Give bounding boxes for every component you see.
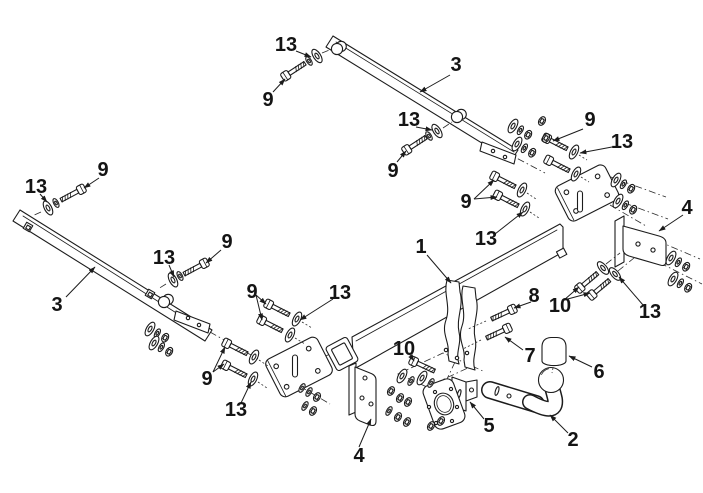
callout-9-plate-right-top: 9 xyxy=(584,109,595,131)
socket-plate xyxy=(422,376,478,430)
callout-9-rail-left-top: 9 xyxy=(97,159,108,181)
callout-13-right: 13 xyxy=(639,301,661,323)
callout-13-rail-left-mid: 13 xyxy=(153,247,175,269)
callout-9-rail-top-left: 9 xyxy=(262,89,273,111)
mount-bracket-right xyxy=(614,215,667,268)
callout-9-plate-left-top: 9 xyxy=(246,281,257,303)
ball-cover-cap xyxy=(541,336,567,374)
callout-13-plate-left-bottom: 13 xyxy=(225,399,247,421)
mount-bracket-bottom xyxy=(348,362,377,427)
callout-3-rail-top: 3 xyxy=(450,54,461,76)
callout-9-rail-top-mid: 9 xyxy=(387,160,398,182)
end-plate-left xyxy=(265,336,333,398)
bolt-9-washer-13-set-b1 xyxy=(31,182,88,217)
callout-13-rail-top-mid: 13 xyxy=(398,109,420,131)
bolt-9-washer-13-set-d xyxy=(540,131,590,183)
callout-5-socket-plate: 5 xyxy=(483,415,494,437)
callout-13-rail-top-left: 13 xyxy=(275,34,297,56)
ball-support-plates xyxy=(443,279,478,371)
bolt-8 xyxy=(467,303,519,330)
callout-10-right: 10 xyxy=(549,295,571,317)
callout-13-plate-right-top: 13 xyxy=(611,131,633,153)
bolt-9-washer-13-set-e xyxy=(488,169,540,219)
bolt-9-washer-13-set-c1 xyxy=(255,297,313,345)
callout-9-plate-left-bottom: 9 xyxy=(201,368,212,390)
bolt-10-set-right xyxy=(573,252,635,302)
callout-7-bolt: 7 xyxy=(524,345,535,367)
end-plate-right xyxy=(554,164,620,222)
callout-10-center: 10 xyxy=(393,338,415,360)
tow-ball-swan-neck xyxy=(481,366,565,417)
callout-3-rail-left: 3 xyxy=(51,294,62,316)
callout-9-rail-left-mid: 9 xyxy=(221,231,232,253)
bolt-9-washer-13-set-a1 xyxy=(279,47,333,83)
callout-6-cap: 6 xyxy=(593,361,604,383)
callout-labels: 13 9 3 13 9 9 13 13 9 3 13 9 9 13 1 4 9 … xyxy=(25,34,694,467)
callout-1-crossbar: 1 xyxy=(415,236,426,258)
hardware-stacks xyxy=(143,114,695,418)
side-rail-top xyxy=(325,35,519,165)
callout-4-bracket-right: 4 xyxy=(681,197,693,219)
callout-13-rail-left-top: 13 xyxy=(25,176,47,198)
callout-8-bolt: 8 xyxy=(528,285,539,307)
callout-2-tow-ball: 2 xyxy=(567,429,578,451)
callout-13-plate-left-top: 13 xyxy=(329,282,351,304)
leader-lines xyxy=(39,50,684,448)
bolt-9-washer-13-set-a2 xyxy=(400,121,453,157)
bolt-9-washer-13-set-c2 xyxy=(219,336,269,389)
callout-13-center: 13 xyxy=(475,228,497,250)
bolt-9-washer-13-set-b2 xyxy=(157,256,211,290)
bolt-7 xyxy=(462,322,514,350)
callout-9-center: 9 xyxy=(460,191,471,213)
callout-4-bracket-bottom: 4 xyxy=(353,445,365,467)
side-rail-left xyxy=(12,209,213,342)
